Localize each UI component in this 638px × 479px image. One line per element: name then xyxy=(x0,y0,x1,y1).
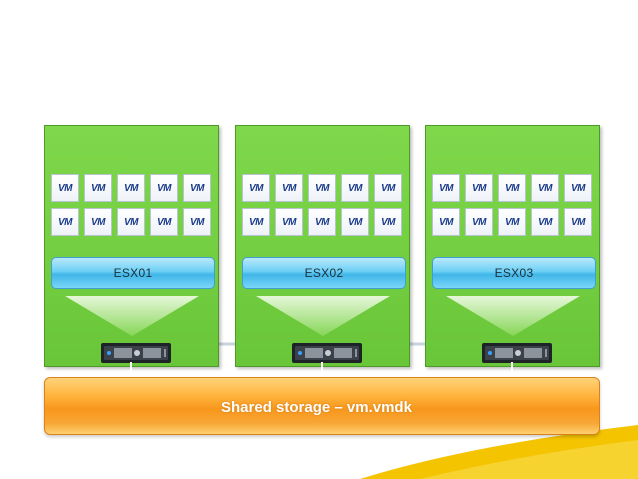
vm-label: VM xyxy=(538,216,553,228)
server-icon xyxy=(101,343,171,363)
vm-icon: VM xyxy=(531,208,559,236)
vm-label: VM xyxy=(571,182,586,194)
vm-icon: VM xyxy=(183,174,211,202)
vm-icon: VM xyxy=(51,174,79,202)
esx-hypervisor-bar: ESX02 xyxy=(242,257,406,289)
vm-icon: VM xyxy=(564,208,592,236)
esx-label: ESX03 xyxy=(494,266,534,280)
vm-label: VM xyxy=(157,182,172,194)
vm-label: VM xyxy=(282,216,297,228)
vm-icon: VM xyxy=(498,208,526,236)
vm-icon: VM xyxy=(117,174,145,202)
vm-icon: VM xyxy=(275,208,303,236)
vm-label: VM xyxy=(282,182,297,194)
vm-label: VM xyxy=(157,216,172,228)
funnel-triangle xyxy=(256,296,390,336)
server-icon xyxy=(292,343,362,363)
vm-icon: VM xyxy=(242,208,270,236)
vm-icon: VM xyxy=(242,174,270,202)
vm-icon: VM xyxy=(498,174,526,202)
vm-label: VM xyxy=(190,216,205,228)
vm-label: VM xyxy=(538,182,553,194)
vm-label: VM xyxy=(91,182,106,194)
esx-label: ESX02 xyxy=(304,266,344,280)
vm-icon: VM xyxy=(183,208,211,236)
esx-hypervisor-bar: ESX01 xyxy=(51,257,215,289)
vm-icon: VM xyxy=(341,208,369,236)
vm-label: VM xyxy=(381,182,396,194)
vm-icon: VM xyxy=(531,174,559,202)
vm-icon: VM xyxy=(84,208,112,236)
funnel-triangle xyxy=(446,296,580,336)
vm-icon: VM xyxy=(374,208,402,236)
vm-icon: VM xyxy=(150,174,178,202)
vm-grid: VM VM VM VM VM VM VM VM VM VM xyxy=(242,174,405,236)
vm-label: VM xyxy=(58,216,73,228)
vm-label: VM xyxy=(249,182,264,194)
vm-grid: VM VM VM VM VM VM VM VM VM VM xyxy=(432,174,595,236)
vm-label: VM xyxy=(505,182,520,194)
vm-label: VM xyxy=(348,216,363,228)
vm-label: VM xyxy=(439,216,454,228)
esx-label: ESX01 xyxy=(113,266,153,280)
vm-label: VM xyxy=(472,182,487,194)
vm-icon: VM xyxy=(374,174,402,202)
vm-label: VM xyxy=(124,182,139,194)
vm-label: VM xyxy=(91,216,106,228)
vm-icon: VM xyxy=(84,174,112,202)
yellow-swoosh-highlight xyxy=(420,440,638,479)
vm-icon: VM xyxy=(117,208,145,236)
vm-icon: VM xyxy=(465,174,493,202)
vm-icon: VM xyxy=(308,174,336,202)
vm-label: VM xyxy=(348,182,363,194)
vm-label: VM xyxy=(124,216,139,228)
shared-storage-bar: Shared storage – vm.vmdk xyxy=(44,377,600,435)
vm-icon: VM xyxy=(341,174,369,202)
vm-label: VM xyxy=(472,216,487,228)
funnel-triangle xyxy=(65,296,199,336)
esx-host-2: VM VM VM VM VM VM VM VM VM VM ESX02 xyxy=(235,125,410,367)
vm-label: VM xyxy=(381,216,396,228)
vm-label: VM xyxy=(315,182,330,194)
vm-icon: VM xyxy=(51,208,79,236)
vm-icon: VM xyxy=(564,174,592,202)
vm-label: VM xyxy=(571,216,586,228)
vm-icon: VM xyxy=(275,174,303,202)
vm-label: VM xyxy=(58,182,73,194)
vm-icon: VM xyxy=(308,208,336,236)
vm-icon: VM xyxy=(465,208,493,236)
vm-grid: VM VM VM VM VM VM VM VM VM VM xyxy=(51,174,214,236)
vm-icon: VM xyxy=(432,208,460,236)
vm-icon: VM xyxy=(432,174,460,202)
vm-label: VM xyxy=(249,216,264,228)
vm-label: VM xyxy=(505,216,520,228)
vm-label: VM xyxy=(315,216,330,228)
server-icon xyxy=(482,343,552,363)
esx-hypervisor-bar: ESX03 xyxy=(432,257,596,289)
vm-label: VM xyxy=(190,182,205,194)
storage-label: Shared storage – vm.vmdk xyxy=(221,399,412,416)
esx-host-1: VM VM VM VM VM VM VM VM VM VM ESX01 xyxy=(44,125,219,367)
esx-host-3: VM VM VM VM VM VM VM VM VM VM ESX03 xyxy=(425,125,600,367)
vm-label: VM xyxy=(439,182,454,194)
vm-icon: VM xyxy=(150,208,178,236)
